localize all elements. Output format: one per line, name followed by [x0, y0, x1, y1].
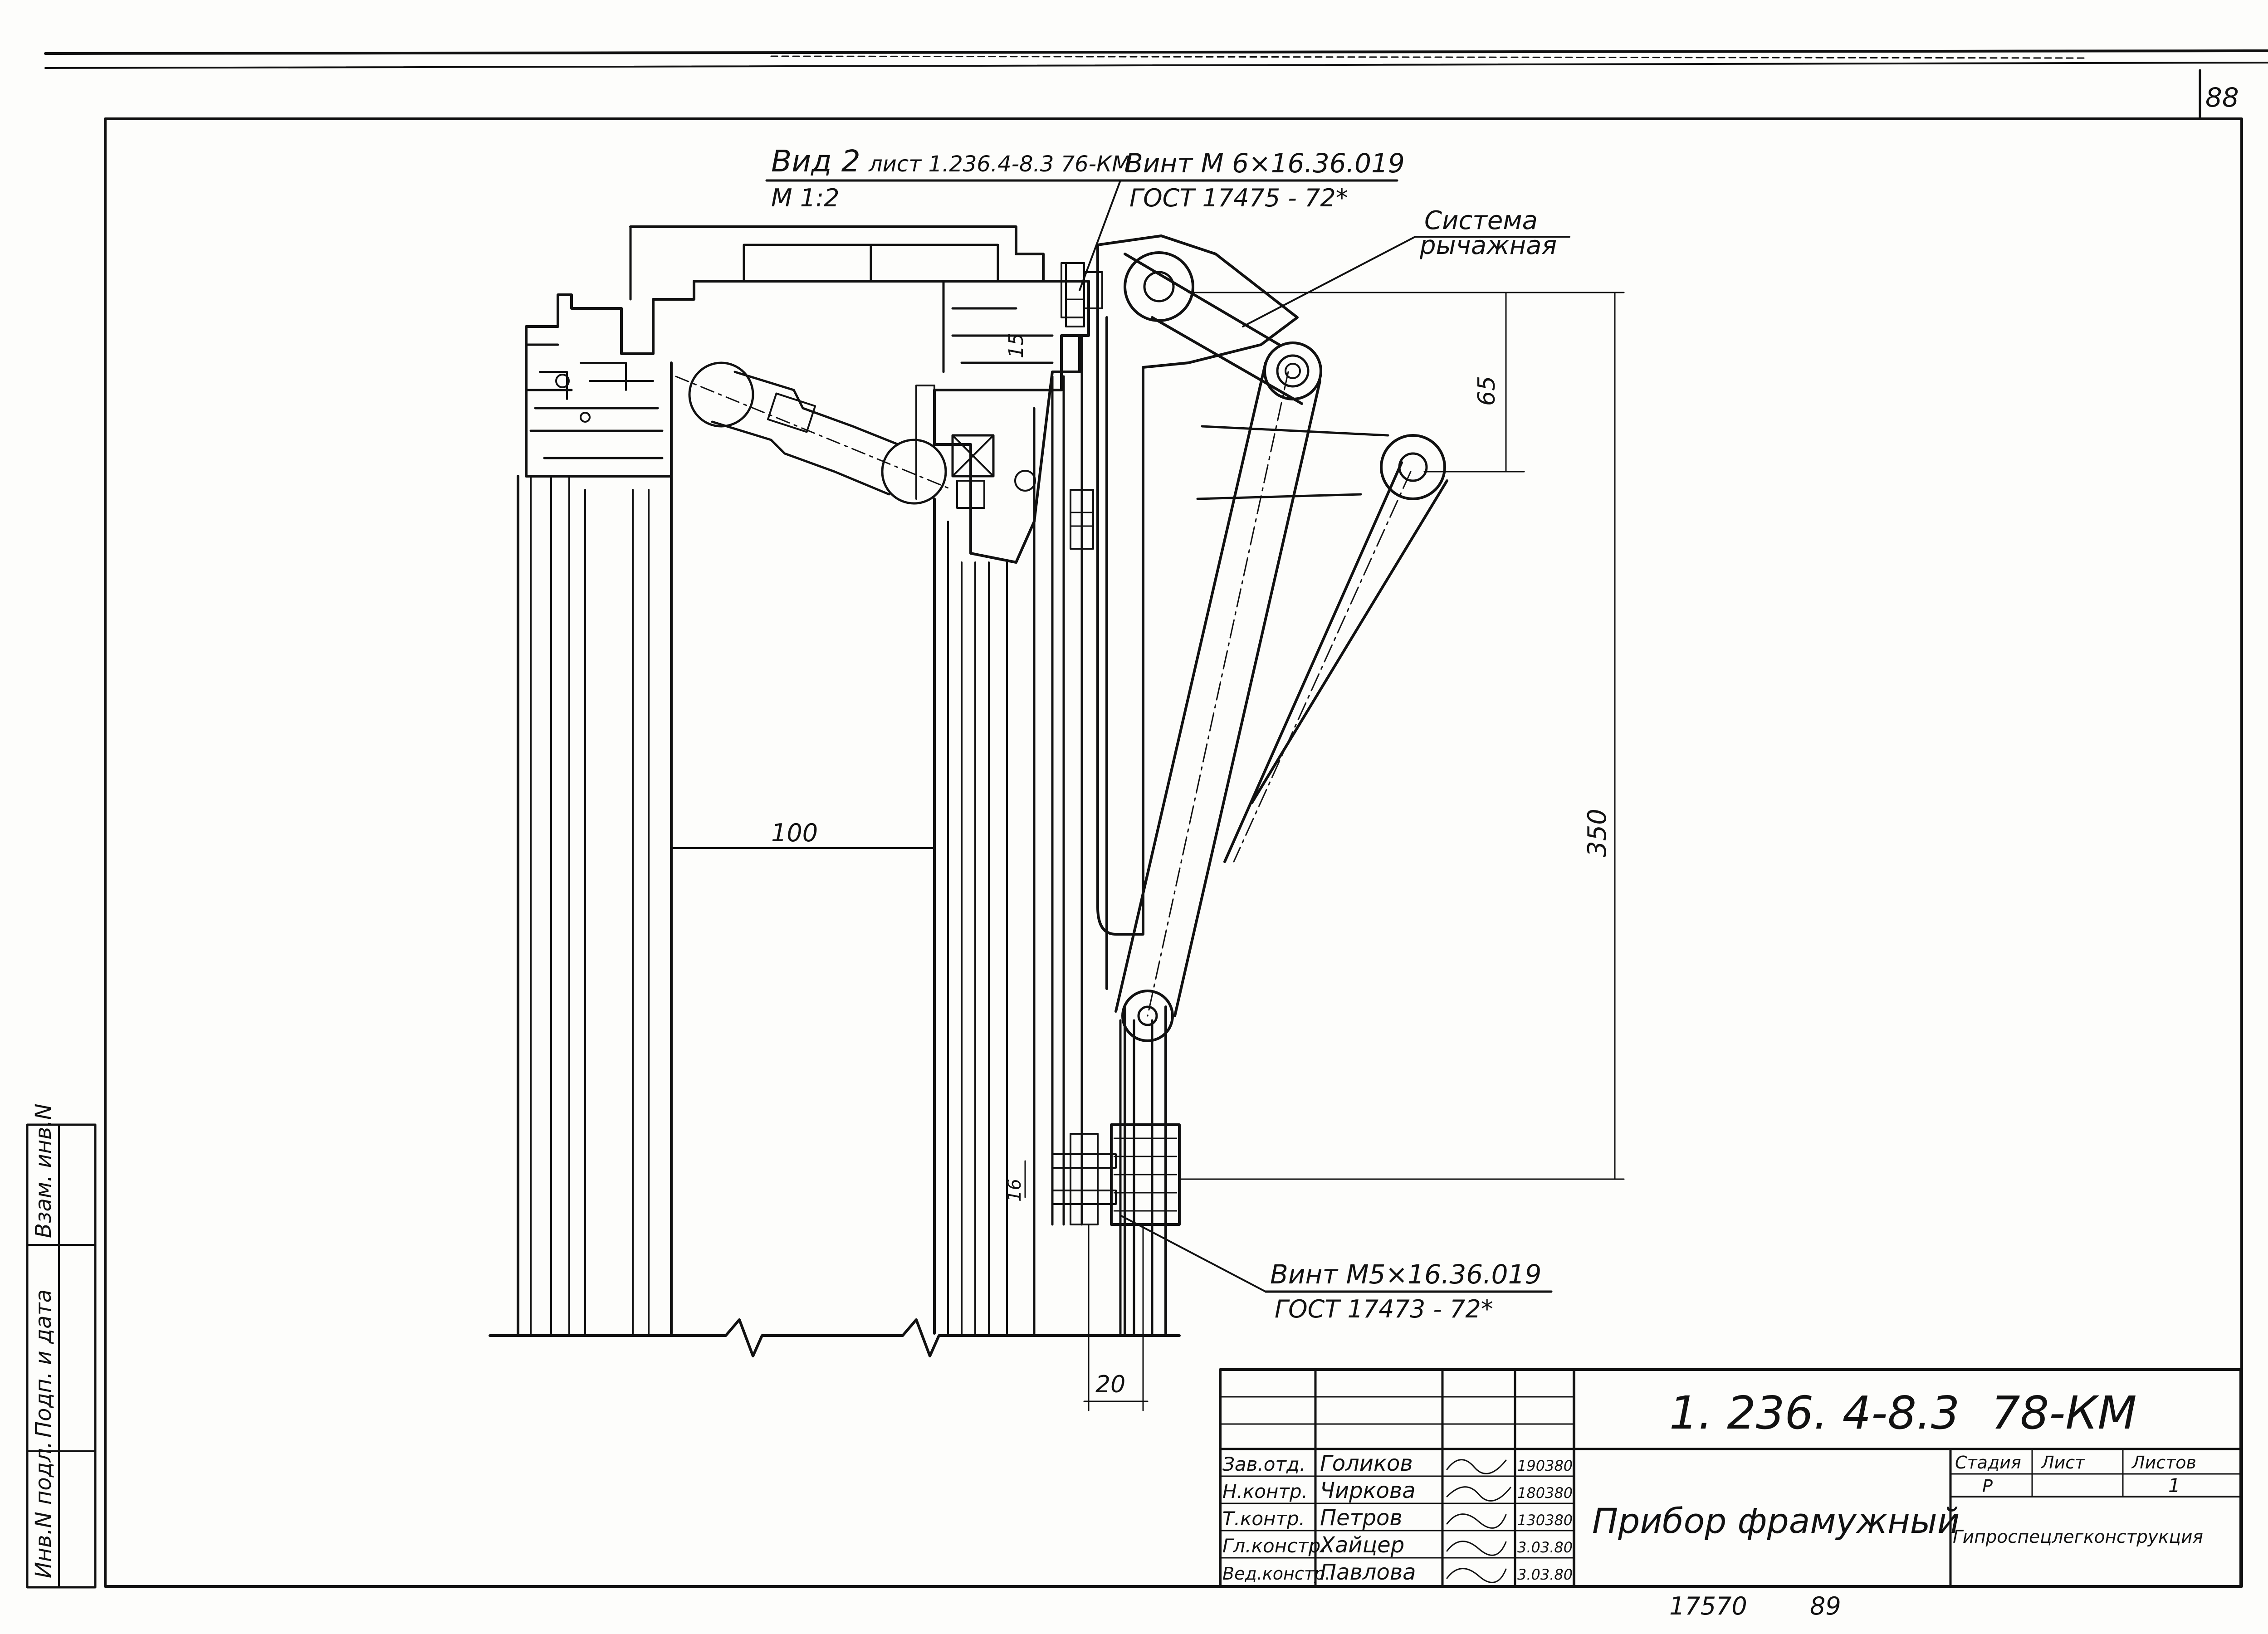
signature-row: Вед.констр. Павлова 3.03.80	[1222, 1560, 1573, 1585]
outer-frame-profile	[517, 225, 1045, 1335]
view-label: Вид 2	[771, 144, 860, 179]
dimension-lines: 65 350 100 16 20	[670, 292, 1625, 1411]
signature-name: Голиков	[1320, 1451, 1413, 1476]
signature-role: Н.контр.	[1222, 1480, 1308, 1502]
signature-name: Павлова	[1320, 1560, 1416, 1585]
view-scale: М 1:2	[771, 184, 840, 212]
signature-row: Т.контр. Петров 130380	[1222, 1505, 1573, 1531]
scan-edge	[44, 49, 2268, 69]
signature-date: 130380	[1517, 1512, 1573, 1529]
screw-top-line1: Винт М 6×16.36.019	[1125, 148, 1405, 179]
callout-lever-system: Система рычажная	[1242, 206, 1570, 327]
screw-bottom-line1: Винт М5×16.36.019	[1270, 1259, 1541, 1290]
dim-20: 20	[1095, 1371, 1125, 1398]
signature-name: Чиркова	[1320, 1478, 1416, 1503]
lever-system-line1: Система	[1424, 206, 1538, 235]
signature-role: Вед.констр.	[1222, 1564, 1330, 1584]
header-sheet: Лист	[2040, 1453, 2086, 1473]
lever-system	[1051, 234, 1448, 1335]
footer-page: 89	[1810, 1592, 1841, 1620]
title-designation: 1. 236. 4-8.3	[1669, 1386, 1960, 1439]
signature-role: Гл.констр.	[1222, 1535, 1327, 1557]
value-stage: Р	[1982, 1476, 1993, 1496]
callout-screw-top: Винт М 6×16.36.019 ГОСТ 17475 - 72*	[1079, 148, 1405, 291]
sash-profile: 15	[915, 262, 1167, 1335]
title-block: 1. 236. 4-8.3 78-КМ Прибор фрамужный Ста…	[1219, 1368, 2242, 1588]
signature-date: 190380	[1517, 1457, 1573, 1474]
signature-row: Гл.констр. Хайцер 3.03.80	[1222, 1532, 1573, 1558]
screw-bottom-line2: ГОСТ 17473 - 72*	[1275, 1295, 1493, 1323]
signature-role: Т.контр.	[1222, 1507, 1305, 1530]
title-name: Прибор фрамужный	[1592, 1501, 1960, 1541]
view-reference: лист 1.236.4-8.3 76-КМ	[868, 151, 1131, 177]
header-stage: Стадия	[1955, 1453, 2021, 1473]
side-stamp-original: Инв.N подл.	[31, 1441, 56, 1578]
sheet-frame: 88	[104, 69, 2243, 1588]
signature-date: 180380	[1517, 1484, 1573, 1502]
signature-role: Зав.отд.	[1222, 1453, 1305, 1475]
header-sheets: Листов	[2131, 1453, 2196, 1473]
callout-screw-bottom: Винт М5×16.36.019 ГОСТ 17473 - 72*	[1119, 1215, 1553, 1323]
footer: 17570 89	[1669, 1592, 1841, 1620]
dim-15-top: 15	[1005, 333, 1028, 358]
signature-row: Н.контр. Чиркова 180380	[1222, 1478, 1573, 1503]
signature-row: Зав.отд. Голиков 190380	[1222, 1451, 1573, 1476]
footer-inventory: 17570	[1669, 1592, 1747, 1620]
signature-name: Хайцер	[1319, 1532, 1404, 1558]
screw-top-line2: ГОСТ 17475 - 72*	[1129, 184, 1348, 212]
signature-date: 3.03.80	[1517, 1539, 1573, 1556]
lever-system-line2: рычажная	[1419, 231, 1557, 260]
view-title: Вид 2 лист 1.236.4-8.3 76-КМ М 1:2	[765, 144, 1131, 212]
title-code: 78-КМ	[1991, 1386, 2137, 1439]
dim-100: 100	[771, 819, 818, 847]
dim-65: 65	[1473, 376, 1501, 406]
side-stamp-signature: Подп. и дата	[31, 1289, 56, 1438]
side-stamp-replace: Взам. инв.N	[31, 1103, 56, 1238]
value-sheets: 1	[2168, 1474, 2180, 1497]
dim-16: 16	[1004, 1179, 1025, 1202]
sheet-corner-number: 88	[2205, 82, 2239, 113]
side-stamp: Инв.N подл. Подп. и дата Взам. инв.N	[26, 1103, 97, 1589]
signature-date: 3.03.80	[1517, 1566, 1573, 1583]
stay-arm	[675, 361, 953, 505]
organization: Гипроспецлегконструкция	[1953, 1527, 2203, 1547]
break-line	[489, 1318, 1181, 1357]
dim-350: 350	[1583, 809, 1612, 857]
signature-name: Петров	[1320, 1505, 1403, 1531]
